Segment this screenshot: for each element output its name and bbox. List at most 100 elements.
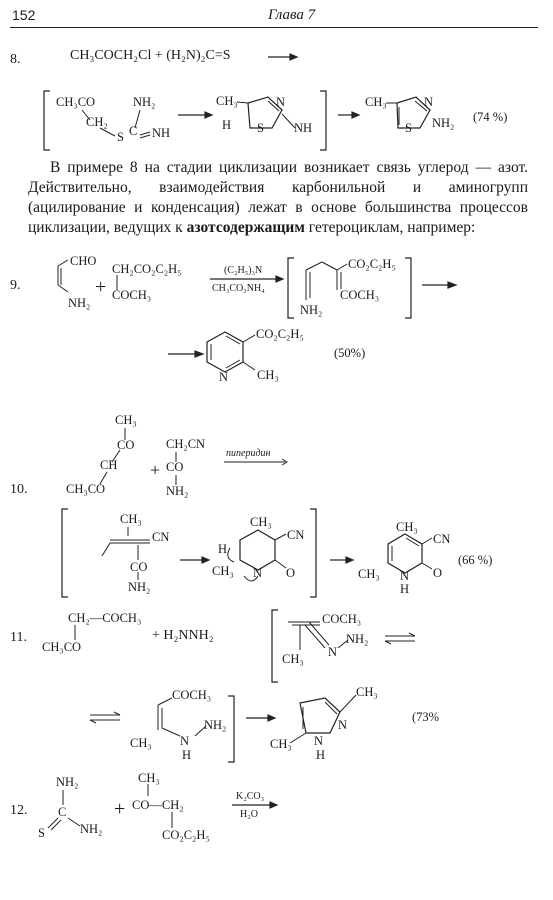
r8-arrowhead-3 bbox=[351, 111, 361, 119]
r12-number: 12. bbox=[10, 803, 28, 818]
r10-number: 10. bbox=[10, 482, 28, 497]
r8-i2-label: NH bbox=[294, 121, 313, 135]
r8-ring-1 bbox=[247, 96, 283, 129]
r11-i1-label: NH₂ bbox=[346, 632, 369, 646]
r10-i1-label: NH₂ bbox=[128, 580, 151, 594]
r10-a-label: CO bbox=[117, 438, 135, 452]
r9-a-bond bbox=[57, 259, 69, 267]
r10-arrowhead-1 bbox=[281, 458, 288, 466]
r12-b-label: CO₂C₂H₅ bbox=[162, 828, 210, 842]
r12-a-bond bbox=[50, 819, 62, 831]
r11-i1-bond bbox=[304, 624, 326, 649]
r10-plus: + bbox=[150, 460, 161, 480]
r10-arrowhead-3 bbox=[345, 556, 355, 564]
r10-i2-label: CN bbox=[287, 528, 305, 542]
chapter-title: Глава 7 bbox=[268, 7, 316, 23]
r9-plus: + bbox=[95, 276, 107, 298]
r9-cond: CH₃CO₃NH₄ bbox=[212, 283, 265, 294]
r10-b-label: NH₂ bbox=[166, 484, 189, 498]
r8-product-label: N bbox=[424, 95, 434, 109]
r11-arrowhead bbox=[267, 714, 277, 722]
r9-bracket-left bbox=[287, 257, 294, 319]
r11-product-label: CH₃ bbox=[356, 685, 378, 699]
r8-ring-1-double bbox=[267, 100, 280, 112]
r10-a-bond bbox=[99, 471, 108, 485]
r10-product-label: N bbox=[400, 569, 410, 583]
r9-pyridine-double bbox=[225, 335, 241, 345]
r11-i2-label: NH₂ bbox=[204, 718, 227, 732]
r9-a-bond bbox=[57, 284, 69, 293]
r11-number: 11. bbox=[10, 630, 27, 645]
r10-i1-label: CO bbox=[130, 560, 148, 574]
r11-product-label: H bbox=[316, 748, 326, 762]
r8-i1-label: NH₂ bbox=[133, 95, 156, 109]
r10-a-label: CH₃ bbox=[115, 413, 137, 427]
r8-yield: (74 %) bbox=[473, 110, 508, 124]
r8-number: 8. bbox=[10, 52, 21, 67]
page-number: 152 bbox=[12, 7, 36, 23]
r10-cond: пиперидин bbox=[226, 448, 271, 459]
page-header: 152 Глава 7 bbox=[10, 7, 538, 28]
r10-i2-label: N bbox=[253, 566, 263, 580]
r10-a-bond bbox=[111, 449, 121, 463]
r12-a-label: NH₂ bbox=[80, 822, 103, 836]
r11-i1-label: COCH₃ bbox=[322, 612, 362, 626]
r11-eq-arrowhead-2 bbox=[89, 719, 97, 724]
r9-product-label: CH₃ bbox=[257, 368, 279, 382]
r9-pyridine-ring bbox=[206, 331, 244, 373]
r9-product-label: CO₂C₂H₅ bbox=[256, 327, 304, 341]
r11-pyrazole-ring bbox=[299, 697, 341, 734]
r8-i2-label: S bbox=[257, 121, 264, 135]
r11-i2-bond bbox=[194, 725, 207, 737]
r10-i1-label: CN bbox=[152, 530, 170, 544]
r8-i1-label: NH bbox=[152, 126, 171, 140]
r10-i2-label: CH₃ bbox=[250, 515, 272, 529]
r10-product-label: O bbox=[433, 566, 443, 580]
r11-i2-label: H bbox=[182, 748, 192, 762]
r10-product-sub bbox=[421, 537, 433, 545]
r9-yield: (50%) bbox=[334, 346, 366, 360]
r10-i2-curved-arrow bbox=[243, 575, 259, 582]
r11-pyrazole-double bbox=[324, 701, 338, 715]
r10-b-label: CO bbox=[166, 460, 184, 474]
r12-b-label: CH₃ bbox=[138, 771, 160, 785]
r10-yield: (66 %) bbox=[458, 553, 493, 567]
r11-i2-bond bbox=[157, 697, 173, 706]
r8-i1-bond bbox=[139, 131, 151, 136]
r8-ring-2-double bbox=[414, 100, 428, 112]
r8-arrowhead-2 bbox=[204, 111, 214, 119]
r11-a-label: CH₂—COCH₃ bbox=[68, 611, 142, 625]
r8-i1-label: CH₂ bbox=[86, 115, 108, 129]
r9-pyridine-double bbox=[225, 359, 241, 369]
r11-a-label: CH₃CO bbox=[42, 640, 82, 654]
r9-i-bond bbox=[336, 263, 348, 271]
r10-product-sub bbox=[421, 562, 433, 570]
r10-arrowhead-2 bbox=[201, 556, 211, 564]
r8-i1-bond bbox=[134, 109, 141, 129]
r10-product-double bbox=[405, 537, 420, 547]
r9-cond: (C₂H₅)₃N bbox=[224, 265, 263, 276]
r10-i2-sub bbox=[274, 533, 287, 541]
r10-bracket-left bbox=[61, 508, 68, 598]
r11-product-label: CH₃ bbox=[270, 737, 292, 751]
r10-i2-curved-arrow bbox=[227, 547, 235, 563]
r11-i2-label: COCH₃ bbox=[172, 688, 212, 702]
r9-b-label: COCH₃ bbox=[112, 288, 152, 302]
r12-arrowhead bbox=[269, 801, 279, 809]
r9-a-label: CHO bbox=[70, 254, 97, 268]
r10-i2-sub bbox=[274, 559, 287, 569]
r9-arrowhead-1 bbox=[275, 275, 285, 283]
r10-i2-label: O bbox=[286, 566, 296, 580]
r9-number: 9. bbox=[10, 278, 21, 293]
r9-pyridine-sub bbox=[242, 361, 256, 371]
r8-i1-bond bbox=[99, 127, 116, 137]
bold-term: азотсодержащим bbox=[186, 219, 305, 236]
r8-i2-label: H bbox=[222, 118, 232, 132]
r8-i1-label: S bbox=[117, 130, 124, 144]
r10-b-label: CH₂CN bbox=[166, 437, 206, 451]
r12-cond: H₂O bbox=[240, 809, 258, 820]
r11-eq-arrowhead-1 bbox=[384, 640, 392, 645]
r8-product-label: S bbox=[405, 121, 412, 135]
r9-a-label: NH₂ bbox=[68, 296, 91, 310]
